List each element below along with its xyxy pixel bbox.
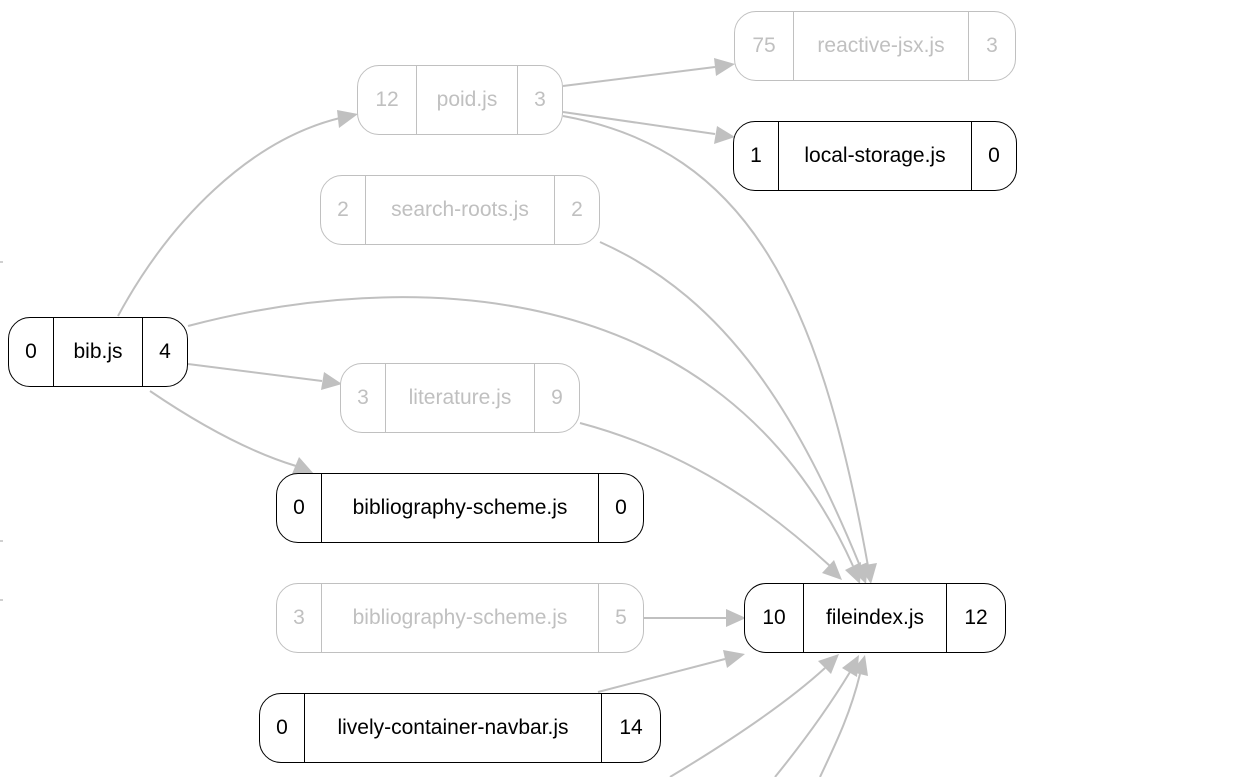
node-label: bib.js [53, 318, 143, 386]
node-label: reactive-jsx.js [793, 12, 969, 80]
node-out-count: 2 [571, 198, 583, 221]
node-fileindex[interactable]: 10 fileindex.js 12 [744, 583, 1006, 653]
node-out-count: 3 [534, 88, 546, 111]
node-out-count: 12 [964, 606, 988, 629]
node-in-count: 3 [357, 386, 369, 409]
arrowhead [321, 372, 342, 390]
node-search-roots[interactable]: 2 search-roots.js 2 [320, 175, 600, 245]
node-label: literature.js [385, 364, 535, 432]
edge-offscreen-to-fileindex [819, 673, 861, 777]
edge-poid-to-fileindex [562, 115, 869, 567]
node-label: poid.js [416, 66, 518, 134]
node-out-count: 0 [988, 144, 1000, 167]
arrowhead [851, 655, 868, 676]
edge-bib-to-poid [117, 117, 341, 317]
edge-bib-to-literature [187, 363, 323, 382]
edge-offscreen-to-fileindex [669, 667, 826, 777]
node-literature[interactable]: 3 literature.js 9 [340, 363, 580, 433]
node-in-count: 3 [293, 606, 305, 629]
node-out-count: 3 [986, 34, 998, 57]
arrowhead [337, 110, 358, 128]
arrowhead [845, 562, 861, 584]
node-lively-container-navbar[interactable]: 0 lively-container-navbar.js 14 [259, 693, 661, 763]
node-label: bibliography-scheme.js [321, 584, 599, 652]
node-bib[interactable]: 0 bib.js 4 [8, 317, 188, 387]
node-in-count: 0 [25, 340, 37, 363]
edge-literature-to-fileindex [579, 422, 831, 567]
node-label: bibliography-scheme.js [321, 474, 599, 542]
edge-poid-to-reactive [562, 66, 716, 87]
arrowhead [726, 609, 746, 627]
arrowhead [822, 560, 842, 580]
edge-bib-to-bibscheme1 [149, 390, 297, 467]
node-in-count: 75 [752, 34, 776, 57]
node-in-count: 10 [762, 606, 786, 629]
node-label: search-roots.js [365, 176, 555, 244]
node-label: fileindex.js [803, 584, 947, 652]
node-label: local-storage.js [778, 122, 972, 190]
node-local-storage[interactable]: 1 local-storage.js 0 [733, 121, 1017, 191]
node-bibliography-scheme-dim[interactable]: 3 bibliography-scheme.js 5 [276, 583, 644, 653]
node-out-count: 14 [619, 716, 643, 739]
edge-poid-to-localstorage [562, 111, 716, 135]
arrowhead [723, 650, 745, 668]
arrowhead [714, 126, 735, 144]
node-in-count: 2 [337, 198, 349, 221]
arrowhead [292, 457, 314, 474]
node-poid[interactable]: 12 poid.js 3 [357, 65, 563, 135]
arrowhead [714, 58, 735, 76]
node-in-count: 0 [276, 716, 288, 739]
node-out-count: 4 [159, 340, 171, 363]
node-in-count: 12 [375, 88, 399, 111]
edge-navbar-to-fileindex [597, 658, 726, 693]
node-reactive-jsx[interactable]: 75 reactive-jsx.js 3 [734, 11, 1016, 81]
node-bibliography-scheme[interactable]: 0 bibliography-scheme.js 0 [276, 473, 644, 543]
node-out-count: 9 [551, 386, 563, 409]
node-out-count: 5 [615, 606, 627, 629]
arrowhead [818, 654, 839, 674]
node-out-count: 0 [615, 496, 627, 519]
edge-searchroots-to-fileindex [599, 241, 861, 567]
edge-offscreen-to-fileindex [774, 671, 851, 777]
node-label: lively-container-navbar.js [304, 694, 602, 762]
node-in-count: 0 [293, 496, 305, 519]
node-in-count: 1 [750, 144, 762, 167]
edge-bib-to-fileindex [187, 296, 854, 567]
